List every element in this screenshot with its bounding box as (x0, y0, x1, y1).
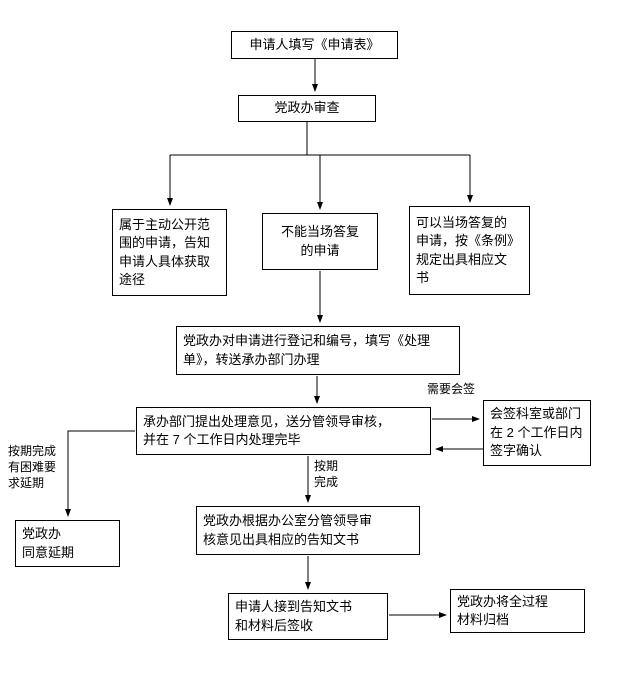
node-register-number: 党政办对申请进行登记和编号，填写《处理 单》，转送承办部门办理 (176, 326, 460, 375)
label-on-time: 按期 完成 (314, 459, 339, 490)
node-approve-extension: 党政办 同意延期 (15, 520, 120, 567)
arrow-handle-delay (65, 430, 135, 517)
node-can-reply-onsite: 可以当场答复的 申请，按《条例》 规定出具相应文 书 (409, 206, 530, 295)
node-issue-notification: 党政办根据办公室分管领导审 核意见出具相应的告知文书 (196, 506, 420, 555)
node-office-review: 党政办审查 (238, 95, 376, 122)
label-delay-request: 按期完成 有困难要 求延期 (8, 444, 57, 491)
node-applicant-sign-receipt: 申请人接到告知文书 和材料后签收 (228, 593, 388, 640)
node-proactive-disclosure: 属于主动公开范 围的申请，告知 申请人具体获取 途径 (112, 209, 227, 296)
node-department-handling: 承办部门提出处理意见，送分管领导审核， 并在 7 个工作日内处理完毕 (136, 407, 431, 455)
node-countersign-confirm: 会签科室或部门 在 2 个工作日内 签字确认 (483, 400, 591, 466)
node-archive-materials: 党政办将全过程 材料归档 (450, 589, 585, 633)
node-apply-form: 申请人填写《申请表》 (231, 31, 398, 59)
node-cannot-reply-onsite: 不能当场答复 的申请 (262, 213, 378, 270)
label-need-countersign: 需要会签 (427, 382, 476, 396)
